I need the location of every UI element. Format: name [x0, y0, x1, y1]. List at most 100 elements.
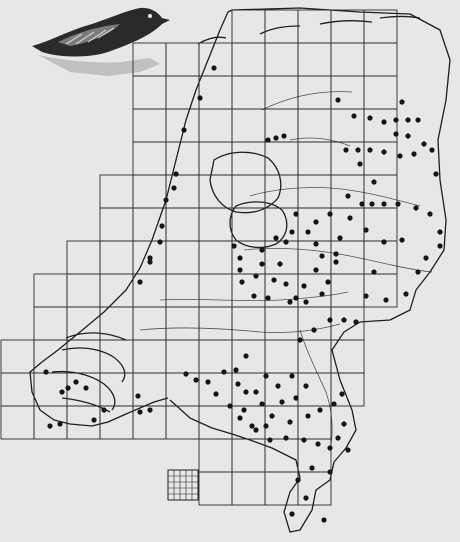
rivers-and-provinces: [139, 91, 433, 451]
grid-square: [165, 42, 200, 77]
grid-square: [198, 438, 233, 473]
grid-square: [132, 372, 167, 407]
observation-dot: [333, 251, 339, 257]
grid-square: [0, 372, 35, 407]
river-line: [139, 323, 341, 333]
grid-square: [132, 141, 167, 176]
bird-illustration: [32, 7, 170, 76]
observation-dot: [383, 297, 389, 303]
grid-square: [231, 9, 266, 44]
grid-square: [297, 339, 332, 374]
grid-square: [165, 273, 200, 308]
grid-square: [330, 207, 365, 242]
observation-dot: [239, 279, 245, 285]
observation-dot: [433, 171, 439, 177]
grid-square: [132, 306, 167, 341]
observation-dot: [359, 201, 365, 207]
grid-square: [198, 240, 233, 275]
observation-dot: [183, 371, 189, 377]
observation-dots: [43, 65, 443, 523]
observation-dot: [411, 151, 417, 157]
grid-square: [165, 207, 200, 242]
observation-dot: [367, 147, 373, 153]
grid-square: [330, 108, 365, 143]
observation-dot: [275, 383, 281, 389]
grid-square: [198, 108, 233, 143]
grid-square: [165, 75, 200, 110]
grid-square: [231, 306, 266, 341]
grid-square: [132, 273, 167, 308]
observation-dot: [297, 337, 303, 343]
grid-square: [66, 372, 101, 407]
observation-dot: [253, 389, 259, 395]
grid-square: [363, 141, 398, 176]
coast-line: [65, 332, 127, 341]
grid-square: [264, 273, 299, 308]
coast-line: [229, 201, 288, 249]
grid-square: [297, 207, 332, 242]
observation-dot: [305, 413, 311, 419]
observation-dot: [355, 147, 361, 153]
observation-dot: [91, 417, 97, 423]
observation-dot: [381, 201, 387, 207]
observation-dot: [303, 299, 309, 305]
grid-square: [330, 273, 365, 308]
observation-dot: [327, 469, 333, 475]
observation-dot: [333, 259, 339, 265]
grid-square: [363, 174, 398, 209]
observation-dot: [135, 393, 141, 399]
observation-dot: [277, 261, 283, 267]
observation-dot: [357, 161, 363, 167]
observation-dot: [315, 441, 321, 447]
observation-dot: [235, 381, 241, 387]
grid-square: [363, 9, 398, 44]
observation-dot: [173, 171, 179, 177]
grid-square: [297, 372, 332, 407]
observation-dot: [397, 153, 403, 159]
observation-dot: [437, 229, 443, 235]
observation-dot: [381, 239, 387, 245]
river-line: [249, 187, 421, 207]
observation-dot: [313, 267, 319, 273]
observation-dot: [337, 235, 343, 241]
observation-dot: [335, 435, 341, 441]
observation-dot: [267, 437, 273, 443]
observation-dot: [371, 269, 377, 275]
observation-dot: [43, 369, 49, 375]
observation-dot: [287, 419, 293, 425]
grid-square: [297, 471, 332, 506]
observation-dot: [237, 415, 243, 421]
legend-frame: [167, 469, 199, 501]
observation-dot: [427, 211, 433, 217]
observation-dot: [83, 385, 89, 391]
observation-dot: [231, 243, 237, 249]
observation-dot: [327, 445, 333, 451]
observation-dot: [193, 377, 199, 383]
grid-square: [33, 339, 68, 374]
grid-square: [231, 141, 266, 176]
observation-dot: [311, 327, 317, 333]
grid-square: [33, 306, 68, 341]
grid-square: [231, 42, 266, 77]
observation-dot: [205, 379, 211, 385]
observation-dot: [327, 211, 333, 217]
observation-dot: [345, 447, 351, 453]
grid-square: [297, 438, 332, 473]
observation-dot: [163, 197, 169, 203]
grid-square: [297, 273, 332, 308]
grid-square: [66, 306, 101, 341]
observation-dot: [413, 205, 419, 211]
river-line: [261, 91, 353, 111]
observation-dot: [293, 395, 299, 401]
observation-dot: [137, 409, 143, 415]
observation-dot: [367, 115, 373, 121]
observation-dot: [273, 235, 279, 241]
observation-dot: [295, 477, 301, 483]
observation-dot: [265, 137, 271, 143]
observation-dot: [381, 149, 387, 155]
observation-dot: [147, 255, 153, 261]
observation-dot: [325, 279, 331, 285]
observation-dot: [317, 407, 323, 413]
grid-square: [66, 240, 101, 275]
